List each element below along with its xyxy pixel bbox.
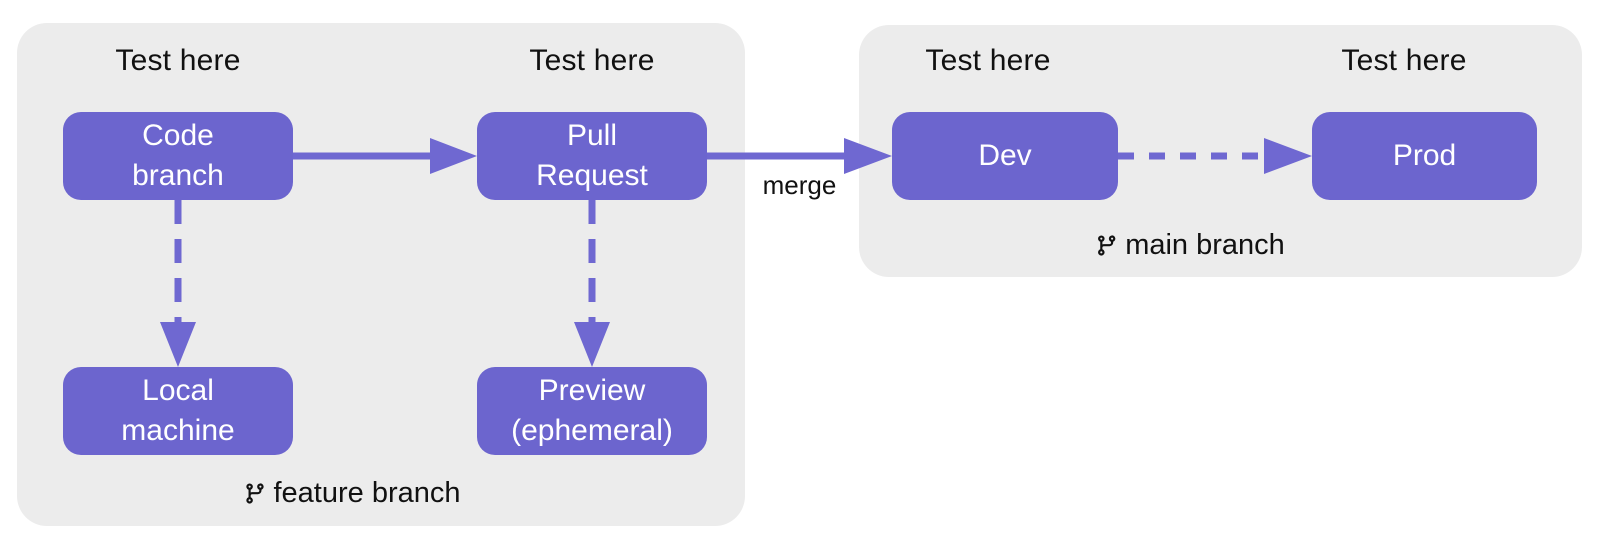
main-branch-label: main branch <box>1095 229 1285 262</box>
test-here-label: Test here <box>115 44 241 77</box>
node-code-branch: Code branch <box>63 112 293 200</box>
node-preview: Preview (ephemeral) <box>477 367 707 455</box>
node-prod: Prod <box>1312 112 1537 200</box>
git-branch-icon <box>1095 232 1118 259</box>
feature-branch-text: feature branch <box>273 477 461 509</box>
test-here-label: Test here <box>1341 44 1467 77</box>
test-here-label: Test here <box>925 44 1051 77</box>
node-pull-request: Pull Request <box>477 112 707 200</box>
main-branch-text: main branch <box>1125 229 1285 261</box>
test-here-label: Test here <box>529 44 655 77</box>
node-local-machine: Local machine <box>63 367 293 455</box>
merge-label: merge <box>762 170 837 200</box>
feature-branch-label: feature branch <box>243 477 461 510</box>
node-dev: Dev <box>892 112 1118 200</box>
git-branch-icon <box>243 480 266 507</box>
